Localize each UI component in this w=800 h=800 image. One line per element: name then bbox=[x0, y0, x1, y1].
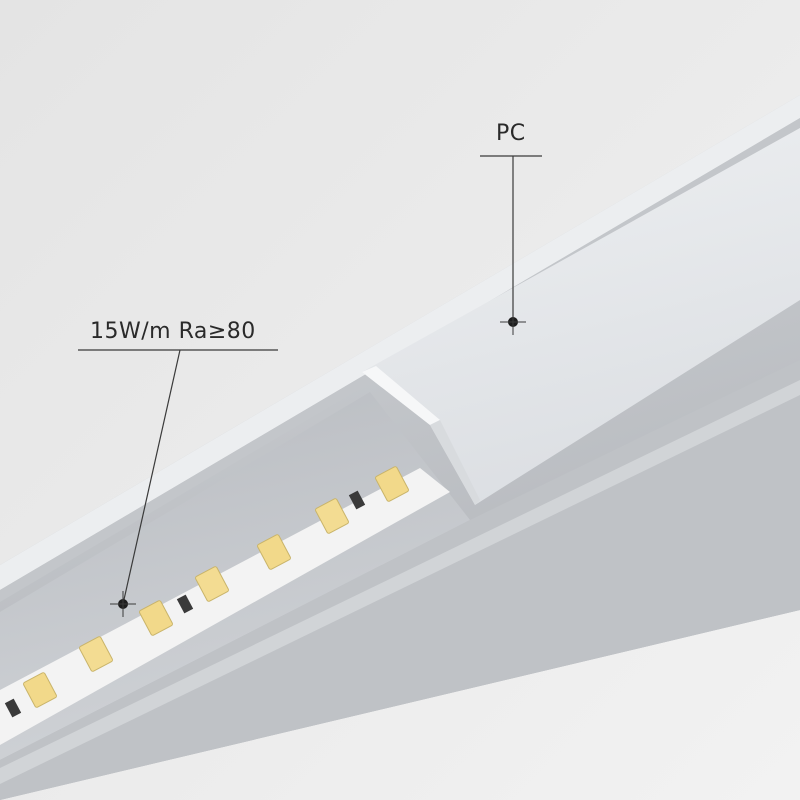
callout-led-strip-leader bbox=[122, 349, 181, 605]
led-chip bbox=[257, 534, 291, 570]
callout-led-strip-label: 15W/m Ra≥80 bbox=[90, 319, 256, 344]
led-chip bbox=[23, 672, 57, 708]
profile-front-highlight bbox=[0, 380, 800, 784]
resistor bbox=[176, 594, 194, 614]
pc-cover-end-shadow bbox=[430, 420, 480, 505]
profile-top-lip bbox=[0, 95, 800, 590]
callout-pc-label: PC bbox=[496, 121, 526, 146]
resistor bbox=[4, 698, 22, 718]
led-chips bbox=[23, 466, 409, 708]
resistors bbox=[4, 490, 366, 718]
led-strip-pcb bbox=[0, 468, 450, 745]
resistor bbox=[348, 490, 366, 510]
led-chip bbox=[139, 600, 173, 636]
callout-led-strip: 15W/m Ra≥80 bbox=[78, 319, 278, 617]
callout-pc: PC bbox=[480, 121, 542, 335]
led-chip bbox=[195, 566, 229, 602]
pc-diffuser-cover bbox=[362, 128, 800, 505]
led-chip bbox=[79, 636, 113, 672]
led-chip bbox=[315, 498, 349, 534]
led-chip bbox=[375, 466, 409, 502]
pc-cover-end-face bbox=[362, 366, 440, 425]
